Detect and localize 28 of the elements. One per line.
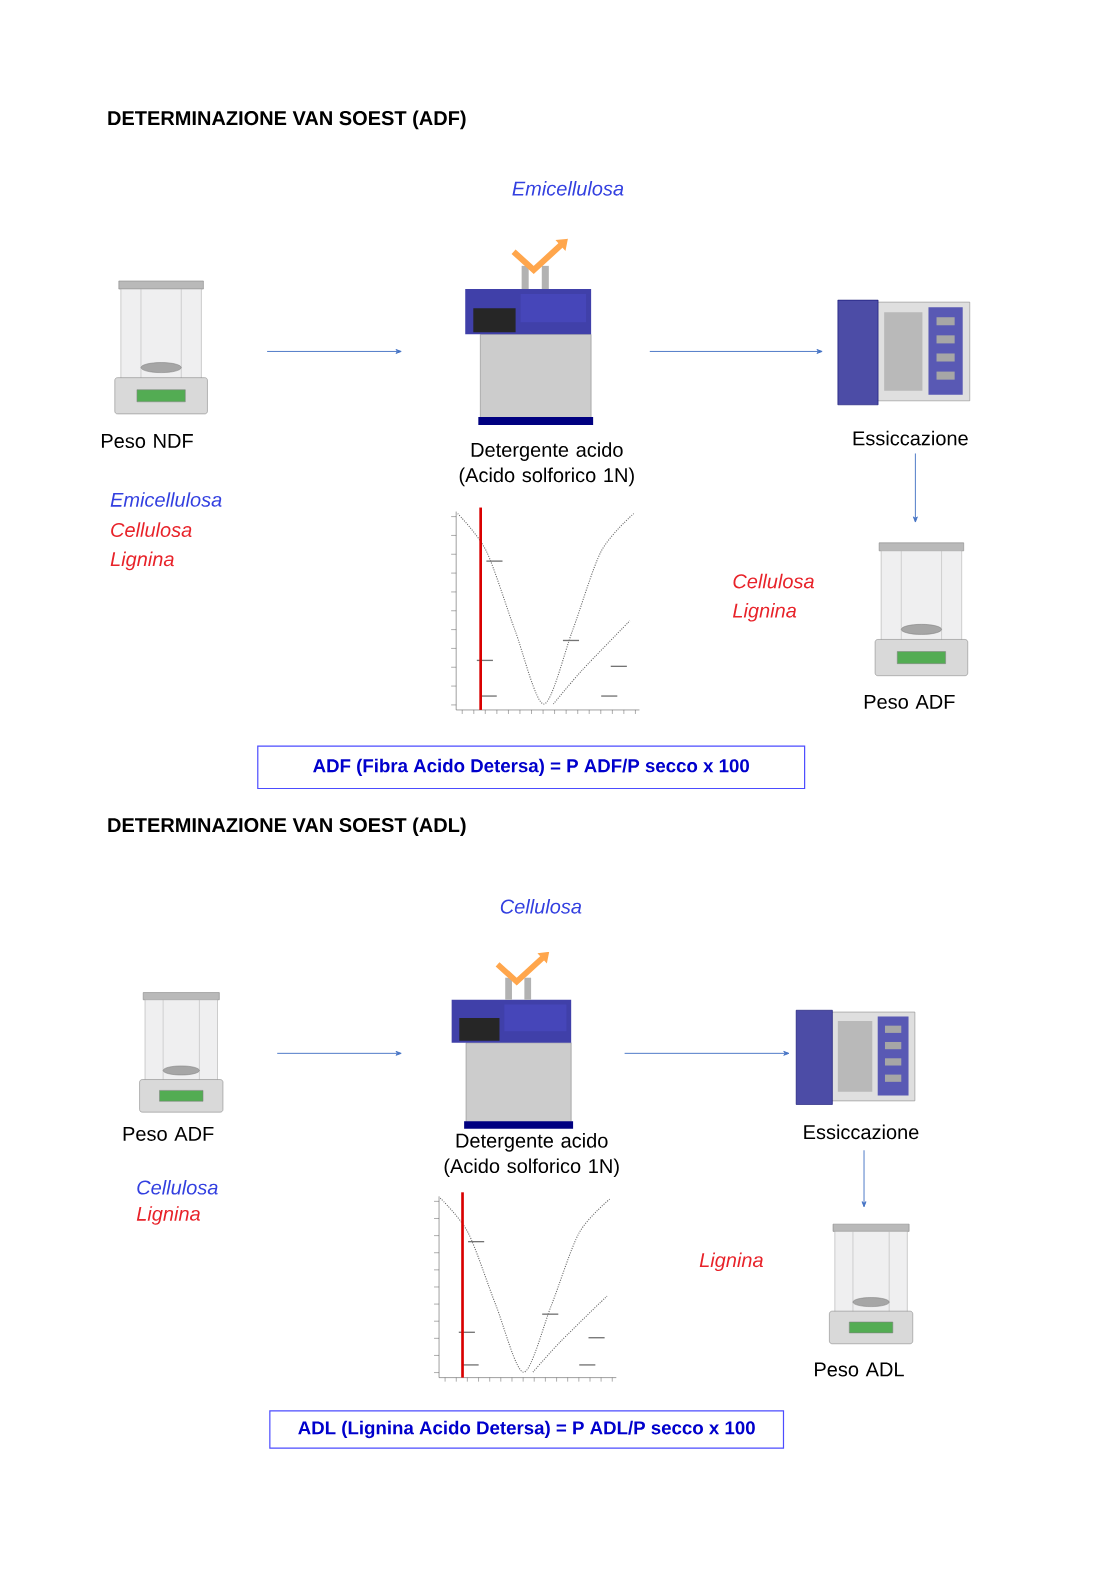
node-label: Detergente acido (Acido solforico 1N) bbox=[444, 1133, 619, 1178]
arrow bbox=[861, 1149, 867, 1208]
arrow bbox=[913, 453, 918, 523]
node-label: Peso NDF bbox=[102, 434, 193, 449]
component-label: Emicellulosa bbox=[512, 180, 624, 196]
component-label: Lignina bbox=[733, 602, 797, 622]
formula-box: ADL (Lignina Acido Detersa) = P ADL/P secco x 100 bbox=[269, 1410, 785, 1449]
section-heading: DETERMINAZIONE VAN SOEST (ADL) bbox=[108, 817, 466, 837]
component-label: Lignina bbox=[136, 1206, 201, 1225]
node-label: Essiccazione bbox=[804, 1124, 919, 1140]
component-label: Cellulosa bbox=[111, 522, 192, 538]
node-label: Peso ADL bbox=[815, 1362, 904, 1377]
section-heading: DETERMINAZIONE VAN SOEST (ADF) bbox=[108, 110, 466, 130]
node-label: Peso ADF bbox=[864, 694, 955, 709]
component-label: Lignina bbox=[699, 1252, 764, 1272]
arrow bbox=[276, 1050, 402, 1056]
node-label: Detergente acido (Acido solforico 1N) bbox=[459, 442, 634, 487]
component-label: Cellulosa bbox=[733, 573, 814, 589]
formula-box: ADF (Fibra Acido Detersa) = P ADF/P secco x 100 bbox=[257, 745, 806, 790]
arrow bbox=[266, 349, 402, 354]
component-label: Cellulosa bbox=[500, 899, 582, 914]
node-label: Peso ADF bbox=[123, 1126, 214, 1141]
arrow bbox=[624, 1050, 790, 1056]
arrow bbox=[649, 349, 823, 354]
component-label: Cellulosa bbox=[137, 1179, 218, 1195]
node-label: Essiccazione bbox=[853, 430, 968, 446]
component-label: Emicellulosa bbox=[110, 492, 222, 507]
component-label: Lignina bbox=[110, 551, 174, 571]
